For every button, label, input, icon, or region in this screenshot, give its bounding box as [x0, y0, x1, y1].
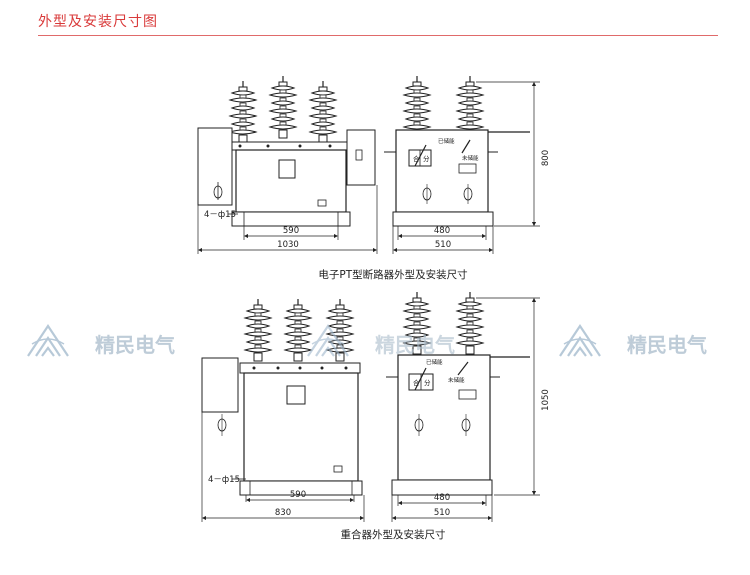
insulator: [244, 298, 272, 362]
hole-label: 4－ф15: [208, 475, 240, 485]
insulator: [229, 80, 257, 144]
insulator: [456, 291, 484, 355]
insulator: [456, 75, 484, 139]
close-label: 合: [413, 154, 420, 163]
dim-830-label: 830: [275, 508, 291, 518]
mountain-logo-icon: [26, 324, 70, 358]
figure1-front-view: 4－ф15 590 1030: [197, 75, 378, 254]
open-label: 分: [424, 378, 431, 387]
stored-energy-label: 已储能: [438, 137, 455, 145]
close-label: 合: [413, 378, 420, 387]
figure2-front-view: 4－ф15 590 830: [201, 298, 365, 522]
watermark-text: 精民电气: [375, 333, 455, 357]
hole-label: 4－ф15: [204, 210, 236, 220]
watermark-right: 精民电气: [558, 324, 707, 358]
figure2-side-view: 合 分 已储能 未储能 480 510 1050: [386, 291, 551, 522]
insulator: [284, 298, 312, 362]
dim-1050-label: 1050: [541, 389, 551, 411]
dim-1030-label: 1030: [277, 240, 299, 250]
open-label: 分: [423, 154, 430, 163]
dim-510-label: 510: [434, 508, 450, 518]
dim-800-label: 800: [541, 150, 551, 166]
page-title: 外型及安装尺寸图: [38, 14, 158, 30]
dim-480-label: 480: [434, 226, 450, 236]
stored-energy-label: 已储能: [426, 358, 443, 366]
dim-480-label: 480: [434, 493, 450, 503]
dim-590-label: 590: [283, 226, 299, 236]
mountain-logo-icon: [558, 324, 602, 358]
figure1-side-view: 合 分 已储能 未储能 480 510 800: [384, 75, 551, 254]
watermark-text: 精民电气: [95, 333, 175, 357]
insulator: [403, 75, 431, 139]
unstored-energy-label: 未储能: [448, 376, 465, 384]
header-divider: [38, 35, 718, 36]
dim-590-label: 590: [290, 490, 306, 500]
watermark-center: 精民电气: [306, 324, 455, 358]
figure2-caption: 重合器外型及安装尺寸: [341, 528, 446, 541]
insulator: [309, 80, 337, 144]
dim-510-label: 510: [435, 240, 451, 250]
figure1-caption: 电子PT型断路器外型及安装尺寸: [318, 268, 467, 281]
watermark-left: 精民电气: [26, 324, 175, 358]
unstored-energy-label: 未储能: [462, 154, 479, 162]
insulator: [269, 75, 297, 139]
page-header: 外型及安装尺寸图: [0, 0, 750, 40]
watermark-text: 精民电气: [627, 333, 707, 357]
